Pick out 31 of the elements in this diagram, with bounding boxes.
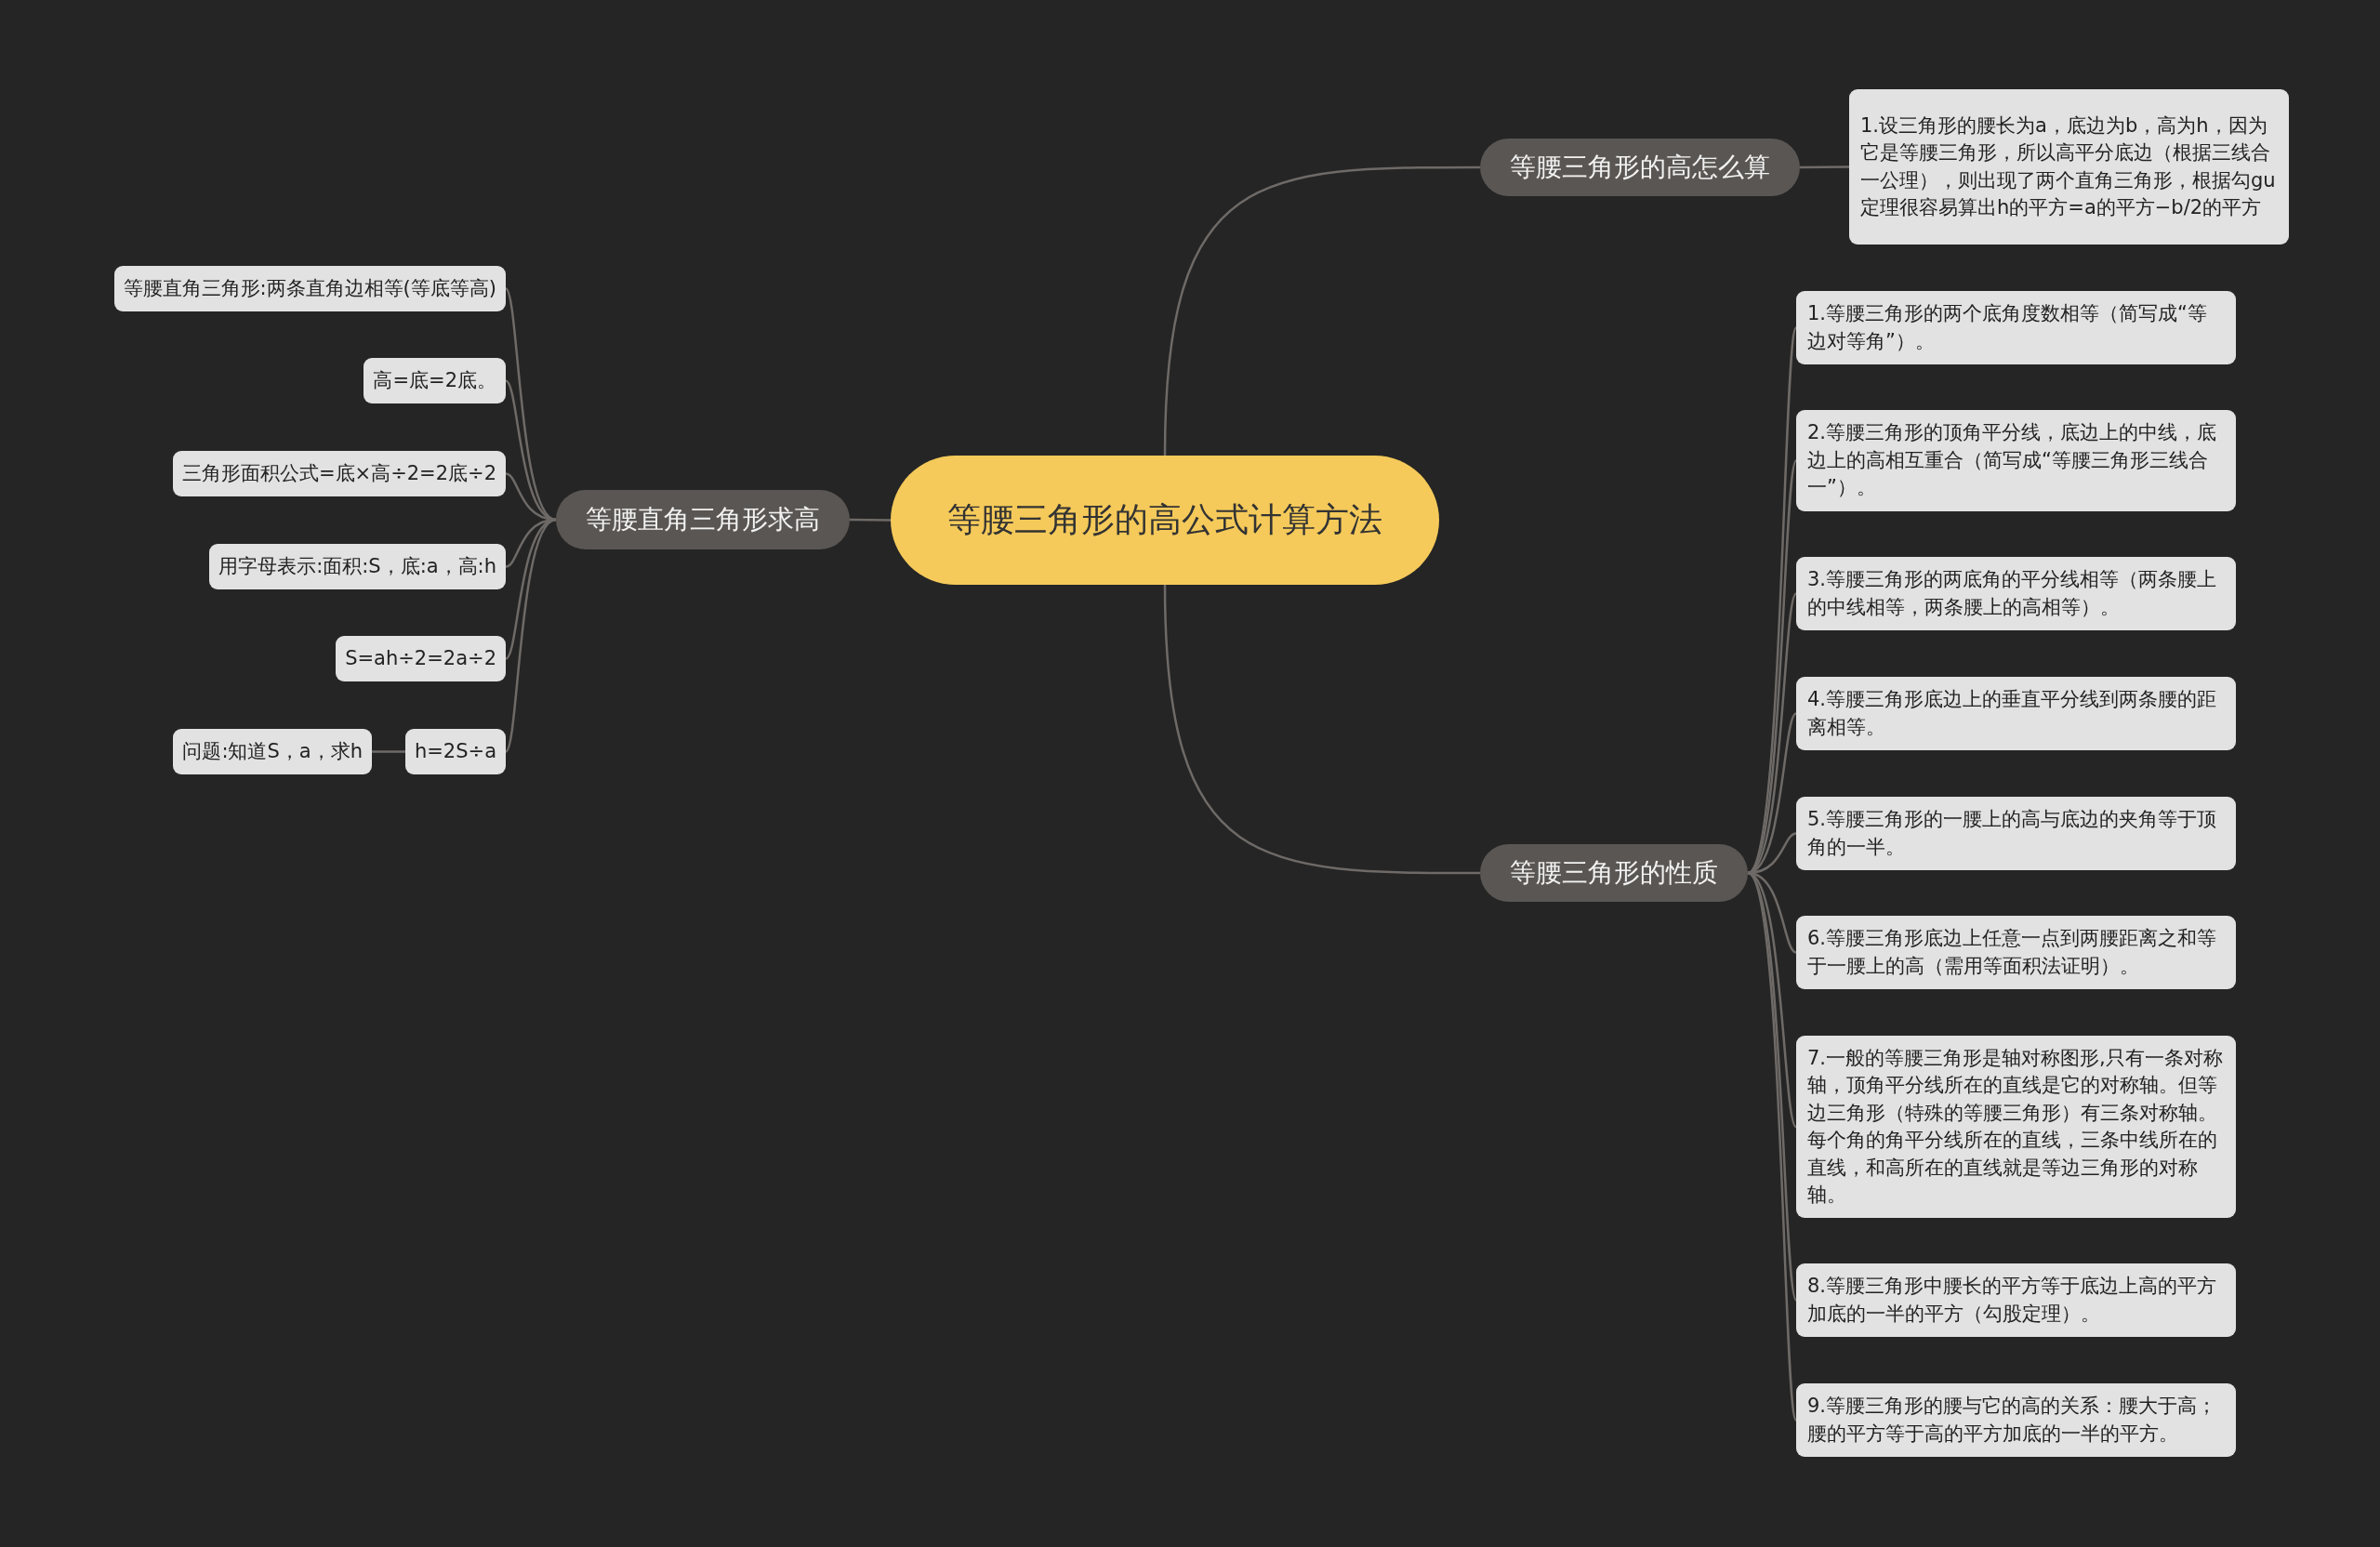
leaf-topic: 3.等腰三角形的两底角的平分线相等（两条腰上的中线相等，两条腰上的高相等）。 (1796, 557, 2236, 630)
leaf-topic: 用字母表示:面积:S，底:a，高:h (209, 544, 506, 589)
leaf-topic: S=ah÷2=2a÷2 (336, 636, 506, 681)
connector-line (850, 518, 891, 522)
connector-line (1800, 165, 1849, 169)
connector-line (1747, 872, 1798, 1421)
leaf-topic: 6.等腰三角形底边上任意一点到两腰距离之和等于一腰上的高（需用等面积法证明）。 (1796, 916, 2236, 989)
branch-topic: 等腰直角三角形求高 (556, 490, 850, 549)
connector-line (505, 379, 557, 522)
leaf-topic: 1.等腰三角形的两个底角度数相等（简写成“等边对等角”）。 (1796, 291, 2236, 364)
leaf-topic: 三角形面积公式=底×高÷2=2底÷2 (172, 451, 506, 496)
leaf-topic: 高=底=2底。 (364, 358, 506, 403)
leaf-topic: 5.等腰三角形的一腰上的高与底边的夹角等于顶角的一半。 (1796, 797, 2236, 870)
connector-line (1163, 584, 1480, 875)
central-topic: 等腰三角形的高公式计算方法 (891, 456, 1439, 585)
leaf-topic: 4.等腰三角形底边上的垂直平分线到两条腰的距离相等。 (1796, 677, 2236, 750)
connector-line (372, 750, 405, 753)
branch-topic: 等腰三角形的高怎么算 (1480, 139, 1800, 196)
leaf-topic: 2.等腰三角形的顶角平分线，底边上的中线，底边上的高相互重合（简写成“等腰三角形三线合一”）。 (1796, 410, 2236, 511)
leaf-topic: 8.等腰三角形中腰长的平方等于底边上高的平方加底的一半的平方（勾股定理）。 (1796, 1263, 2236, 1337)
leaf-topic: 9.等腰三角形的腰与它的高的关系：腰大于高；腰的平方等于高的平方加底的一半的平方。 (1796, 1383, 2236, 1457)
connector-line (1747, 872, 1798, 1301)
connector-line (1163, 165, 1480, 456)
leaf-topic: h=2S÷a (404, 729, 506, 774)
branch-topic: 等腰三角形的性质 (1480, 844, 1748, 902)
connector-line (504, 518, 557, 753)
leaf-topic: 7.一般的等腰三角形是轴对称图形,只有一条对称轴，顶角平分线所在的直线是它的对称轴。但等边三角形（特殊的等腰三角形）有三条对称轴。每个角的角平分线所在的直线，三条中线所在的直线，和高所在的直线就是等边三角形的对称轴。 (1796, 1036, 2236, 1219)
leaf-topic: 问题:知道S，a，求h (173, 729, 372, 774)
leaf-topic: 1.设三角形的腰长为a，底边为b，高为h，因为它是等腰三角形，所以高平分底边（根据三线合一公理），则出现了两个直角三角形，根据勾gu定理很容易算出h的平方=a的平方−b/2的平方 (1849, 89, 2289, 245)
leaf-topic: 等腰直角三角形:两条直角边相等(等底等高) (113, 266, 506, 311)
connector-line (504, 287, 557, 522)
